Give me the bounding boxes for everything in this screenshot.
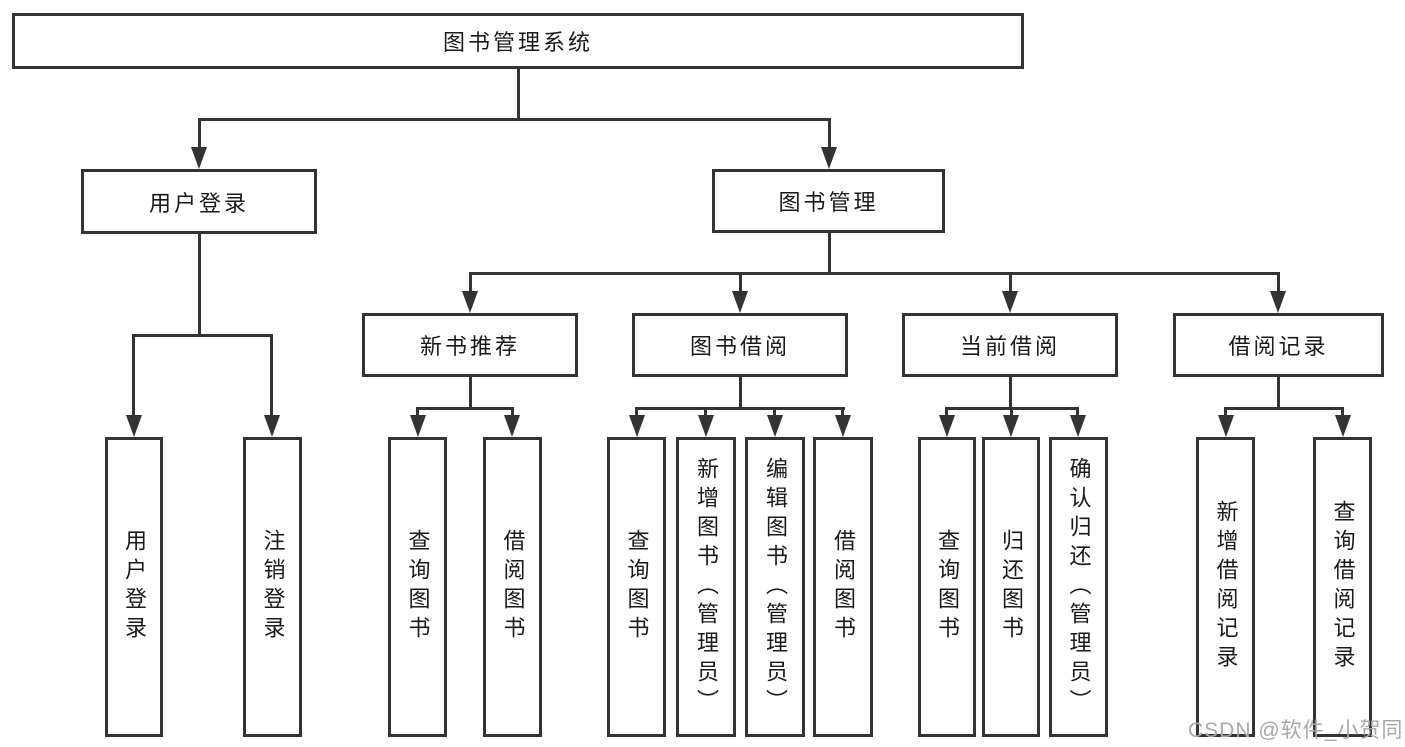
connector-stem-br-leaf1 [1224, 407, 1227, 417]
connector-stem-new-book [469, 272, 472, 291]
connector-stem-bb-leaf2 [704, 407, 707, 417]
connector-level2-branch [469, 272, 1280, 275]
arrow-into-br-leaf1 [1218, 415, 1234, 437]
connector-book-borrow-drop [739, 377, 742, 410]
csdn-watermark: CSDN @软件_小贺同学 [1188, 719, 1405, 742]
connector-user-login-drop [198, 234, 201, 337]
node-user-login: 用户登录 [81, 169, 317, 234]
connector-stem-borrow-records [1277, 272, 1280, 291]
node-borrow-records: 借阅记录 [1173, 313, 1384, 377]
arrow-into-leaf-logout [264, 415, 280, 437]
arrow-into-bb-leaf3 [767, 415, 783, 437]
connector-new-book-branch [416, 407, 514, 410]
node-new-book-recommend: 新书推荐 [362, 313, 578, 377]
arrow-into-book-borrow [732, 291, 748, 313]
arrow-into-book-management [821, 147, 837, 169]
arrow-into-cb-leaf3 [1070, 415, 1086, 437]
connector-stem-nb-leaf2 [511, 407, 514, 417]
leaf-newbook-borrow-books: 借阅图书 [483, 437, 542, 737]
connector-stem-book-borrow [739, 272, 742, 291]
node-current-borrow: 当前借阅 [902, 313, 1118, 377]
leaf-newbook-query-books: 查询图书 [388, 437, 447, 737]
arrow-into-nb-leaf2 [504, 415, 520, 437]
leaf-logout: 注销登录 [243, 437, 302, 737]
connector-stem-bb-leaf4 [841, 407, 844, 417]
connector-current-borrow-drop [1009, 377, 1012, 410]
leaf-borrow-add-books-admin: 新增图书（管理员） [676, 437, 736, 737]
connector-level1-branch [198, 118, 831, 121]
connector-borrow-records-branch [1224, 407, 1344, 410]
arrow-into-bb-leaf1 [629, 415, 645, 437]
connector-stem-cb-leaf1 [945, 407, 948, 417]
connector-stem-bb-leaf3 [773, 407, 776, 417]
arrow-into-user-login [191, 147, 207, 169]
leaf-current-return-books: 归还图书 [982, 437, 1040, 737]
leaf-records-query-record: 查询借阅记录 [1313, 437, 1372, 737]
leaf-borrow-edit-books-admin: 编辑图书（管理员） [745, 437, 805, 737]
connector-stem-br-leaf2 [1341, 407, 1344, 417]
connector-borrow-records-drop [1277, 377, 1280, 410]
arrow-into-cb-leaf1 [939, 415, 955, 437]
arrow-into-borrow-records [1270, 291, 1286, 313]
leaf-records-add-record: 新增借阅记录 [1196, 437, 1255, 737]
connector-stem-book-management [828, 118, 831, 147]
connector-user-login-branch [132, 334, 273, 337]
leaf-current-confirm-return-admin: 确认归还（管理员） [1049, 437, 1108, 737]
connector-new-book-drop [469, 377, 472, 410]
node-book-borrow: 图书借阅 [632, 313, 848, 377]
leaf-user-login: 用户登录 [105, 437, 163, 737]
arrow-into-new-book [462, 291, 478, 313]
connector-book-management-drop [828, 233, 831, 275]
node-book-management: 图书管理 [712, 169, 945, 233]
connector-stem-cb-leaf2 [1010, 407, 1013, 417]
leaf-current-query-books: 查询图书 [918, 437, 976, 737]
arrow-into-nb-leaf1 [410, 415, 426, 437]
arrow-into-bb-leaf2 [698, 415, 714, 437]
node-root: 图书管理系统 [12, 13, 1024, 69]
arrow-into-leaf-login [126, 415, 142, 437]
connector-root-drop [517, 69, 520, 121]
connector-stem-leaf-logout [270, 334, 273, 416]
arrow-into-cb-leaf2 [1003, 415, 1019, 437]
arrow-into-bb-leaf4 [835, 415, 851, 437]
leaf-borrow-query-books: 查询图书 [607, 437, 666, 737]
leaf-borrow-borrow-books: 借阅图书 [813, 437, 873, 737]
connector-stem-nb-leaf1 [416, 407, 419, 417]
connector-stem-current-borrow [1009, 272, 1012, 291]
connector-stem-user-login [198, 118, 201, 147]
connector-stem-bb-leaf1 [635, 407, 638, 417]
arrow-into-current-borrow [1002, 291, 1018, 313]
arrow-into-br-leaf2 [1335, 415, 1351, 437]
connector-book-borrow-branch [635, 407, 845, 410]
connector-stem-leaf-login [132, 334, 135, 416]
connector-stem-cb-leaf3 [1076, 407, 1079, 417]
